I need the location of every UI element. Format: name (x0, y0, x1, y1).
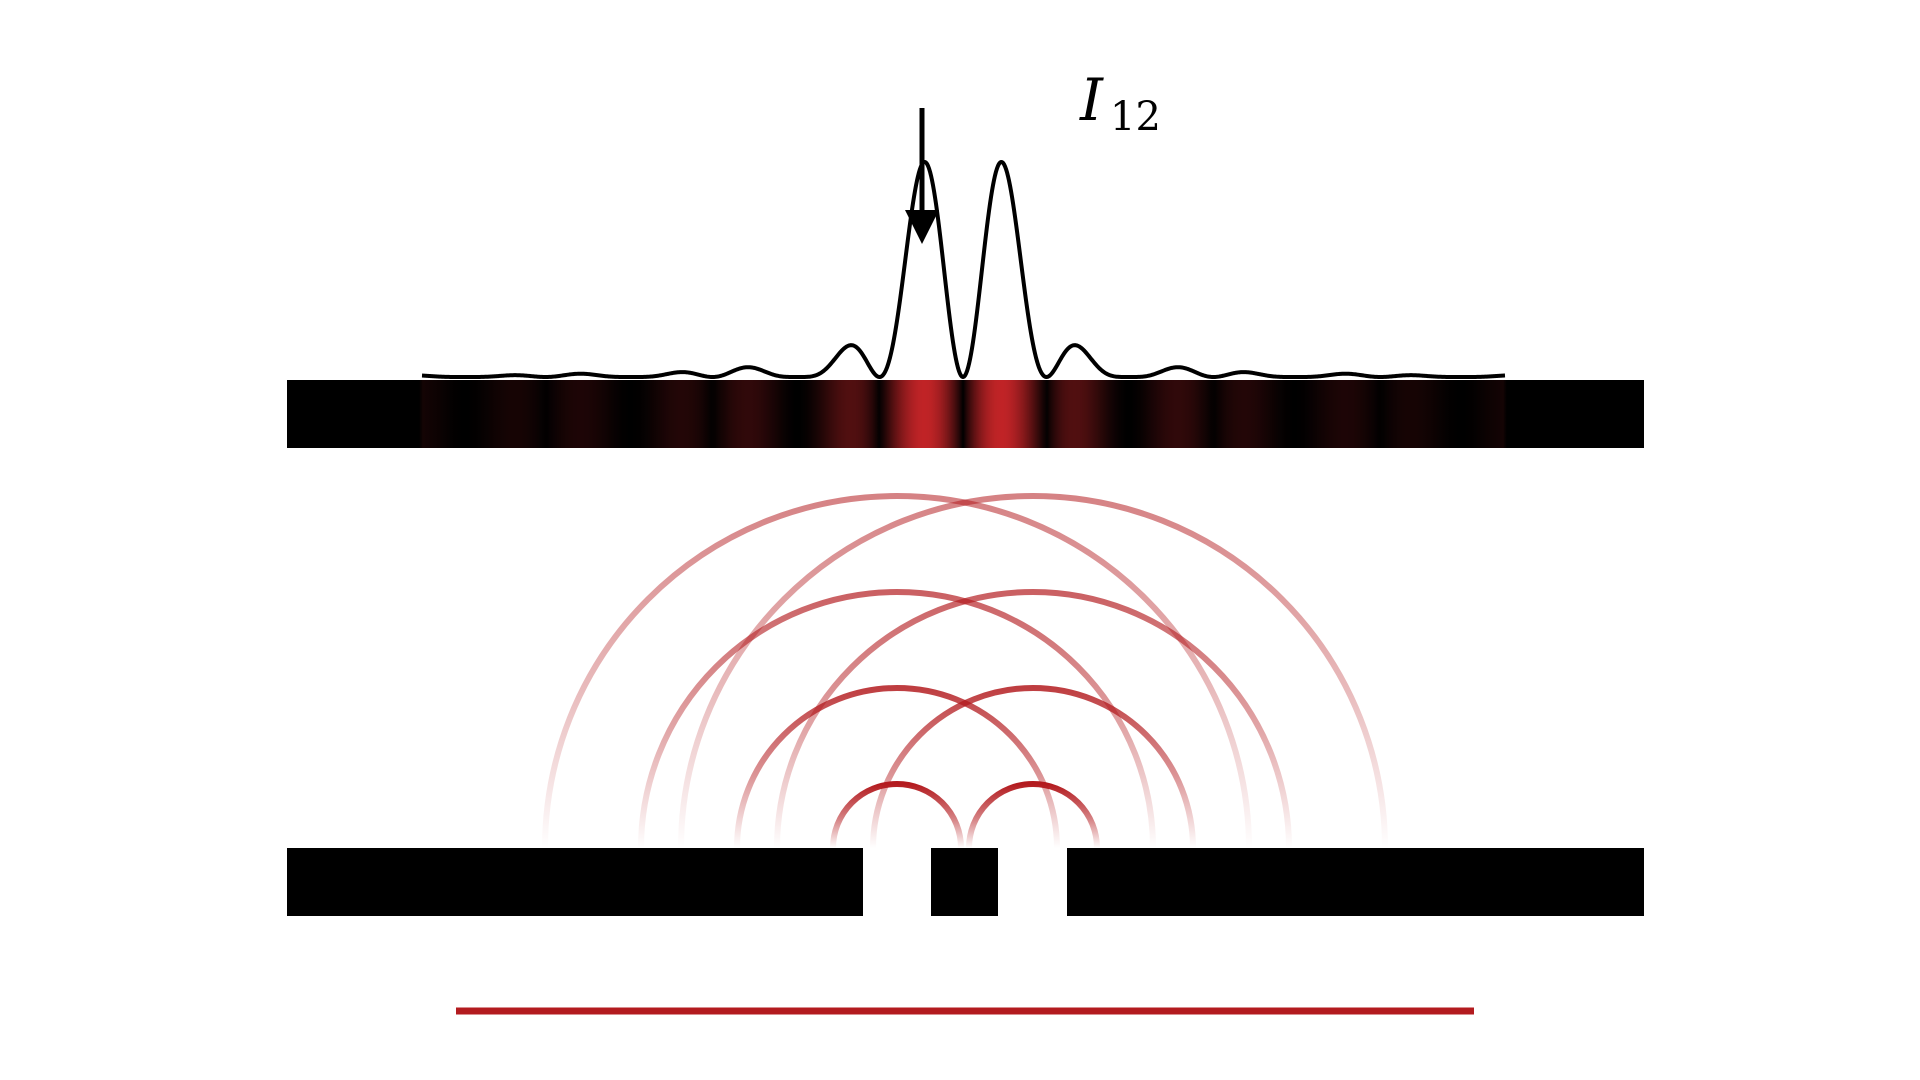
wavefront-arc-slit2-1 (966, 781, 1100, 849)
wavefront-arc-slit2-4 (678, 493, 1388, 849)
wavefront-arc-slit1-3 (638, 589, 1156, 849)
wavefront-arc-slit2-3 (774, 589, 1292, 849)
barrier-left (287, 848, 863, 916)
interference-fringes (287, 380, 1644, 448)
wavefronts (542, 493, 1388, 849)
down-arrow-icon (905, 108, 939, 244)
wavefront-arc-slit1-4 (542, 493, 1252, 849)
wavefront-arc-slit1-2 (734, 685, 1060, 849)
intensity-label-subscript: 12 (1110, 94, 1161, 140)
barrier-right (1067, 848, 1644, 916)
intensity-label-symbol: I (1079, 66, 1104, 134)
wavefront-arc-slit1-1 (830, 781, 964, 849)
intensity-curve (421, 159, 1506, 379)
wavefront-arc-slit2-2 (870, 685, 1196, 849)
barrier-center (931, 848, 998, 916)
